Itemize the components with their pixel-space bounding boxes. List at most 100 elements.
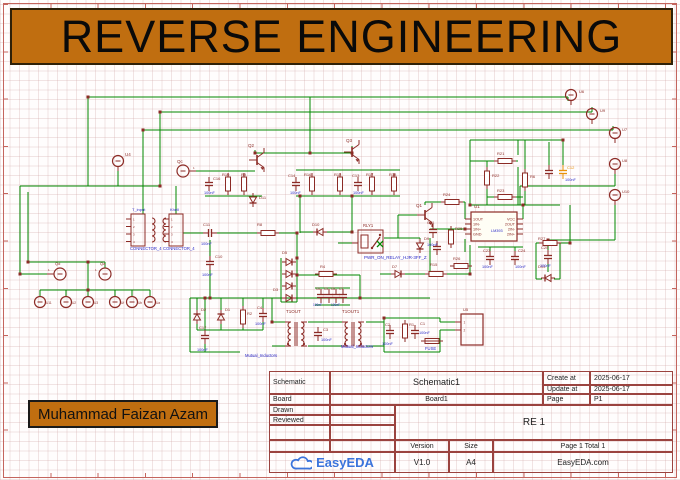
component-C6[interactable] [317, 289, 325, 303]
component-R18[interactable] [391, 173, 397, 195]
component-R25[interactable] [448, 226, 454, 248]
component-FUSE[interactable] [421, 338, 443, 344]
component-D10[interactable] [313, 227, 327, 237]
component-U6[interactable] [564, 88, 578, 106]
component-D4[interactable] [282, 269, 296, 279]
component-R1[interactable] [402, 320, 408, 342]
component-R16[interactable] [309, 173, 315, 195]
component-D2[interactable] [192, 310, 202, 324]
component-T1OUT[interactable] [285, 321, 307, 347]
component-Uf[interactable] [108, 295, 122, 309]
component-C13[interactable] [354, 177, 362, 191]
component-R15[interactable] [425, 271, 447, 277]
component-D13[interactable] [541, 273, 555, 283]
component-C12[interactable] [559, 165, 567, 179]
component-U8[interactable] [608, 157, 622, 175]
component-Q3[interactable] [344, 140, 360, 164]
component-D3[interactable] [282, 281, 296, 291]
component-D7[interactable] [391, 269, 405, 279]
component-R27[interactable] [539, 240, 561, 246]
component-C14[interactable] [292, 177, 300, 191]
component-R12[interactable] [337, 173, 343, 195]
component-R23[interactable] [494, 194, 516, 200]
svg-text:3: 3 [133, 233, 135, 237]
tb-drawn-label: Drawn [269, 405, 330, 415]
component-C20[interactable] [545, 165, 553, 179]
component-D5[interactable] [282, 257, 296, 267]
component-C21[interactable] [429, 224, 437, 238]
schematic-label: C16 [213, 176, 221, 181]
component-R6[interactable] [522, 169, 528, 191]
component-R2[interactable] [240, 306, 246, 328]
component-C2[interactable] [386, 325, 394, 339]
component-U7[interactable] [608, 126, 622, 144]
schematic-label: U8 [622, 158, 628, 163]
component-U10[interactable] [608, 188, 622, 206]
tb-version-label: Version [395, 440, 449, 452]
schematic-label: PWR_ON_RELAY_HJR-3FF_Z [364, 255, 427, 260]
component-R10[interactable] [225, 173, 231, 195]
component-D6[interactable] [282, 293, 296, 303]
component-D1[interactable] [216, 310, 226, 324]
schematic-label: Qa [100, 261, 106, 266]
component-C1[interactable] [411, 325, 419, 339]
schematic-label: 100nF [419, 331, 430, 335]
junction-dot [295, 273, 299, 277]
component-U9[interactable] [585, 107, 599, 125]
component-R24[interactable] [441, 199, 463, 205]
component-C22[interactable] [433, 241, 441, 255]
component-L1[interactable] [151, 217, 156, 243]
component-C10[interactable] [206, 256, 214, 270]
component-R4[interactable] [315, 271, 337, 277]
component-U2[interactable] [59, 295, 73, 309]
component-R8[interactable] [257, 230, 279, 236]
component-T1OUT1[interactable] [342, 321, 364, 347]
component-R21[interactable] [494, 158, 516, 164]
schematic-label: R6 [530, 174, 536, 179]
svg-text:1OUT: 1OUT [473, 218, 484, 222]
component-U4[interactable] [111, 154, 125, 172]
component-R17[interactable] [369, 173, 375, 195]
component-Qa[interactable] [98, 267, 112, 281]
component-C7[interactable] [339, 289, 347, 303]
schematic-label: T1OUT [286, 309, 301, 314]
component-U11[interactable] [33, 295, 47, 309]
component-R9[interactable] [241, 173, 247, 195]
component-Ua[interactable] [143, 295, 157, 309]
component-C16[interactable] [205, 177, 213, 191]
tb-page-value: P1 [590, 394, 673, 405]
component-R22[interactable] [484, 167, 490, 189]
component-Q1[interactable] [417, 203, 433, 227]
component-C24[interactable] [511, 251, 519, 265]
component-Q2[interactable] [249, 148, 265, 172]
junction-dot [350, 194, 354, 198]
component-Qc[interactable] [176, 164, 196, 178]
component-Ub[interactable] [125, 295, 139, 309]
junction-dot [158, 184, 162, 188]
component-D9[interactable] [415, 239, 425, 253]
component-L2[interactable] [162, 217, 167, 243]
component-C8[interactable] [332, 289, 340, 303]
component-C23[interactable] [486, 251, 494, 265]
component-C3[interactable] [314, 327, 322, 341]
component-R26[interactable] [450, 263, 472, 269]
component-C5[interactable] [325, 289, 333, 303]
tb-size-label: Size [449, 440, 493, 452]
component-C11[interactable] [203, 229, 217, 237]
cloud-icon [290, 455, 313, 469]
component-U5[interactable]: 12 [455, 313, 484, 346]
component-D11[interactable] [248, 193, 258, 207]
component-C25[interactable] [544, 250, 552, 264]
component-Qd[interactable] [47, 267, 67, 281]
component-C17[interactable] [201, 330, 209, 344]
component-C4[interactable] [259, 308, 267, 322]
junction-dot [295, 231, 299, 235]
schematic-label: U1 [474, 204, 480, 209]
component-NC1[interactable] [376, 240, 384, 248]
component-U3[interactable] [81, 295, 95, 309]
svg-text:2: 2 [133, 225, 135, 229]
schematic-label: D9 [424, 236, 430, 241]
